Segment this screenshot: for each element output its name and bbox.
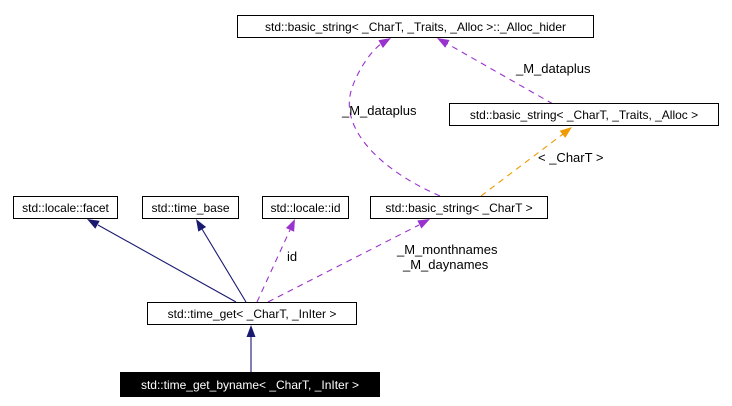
edge-label-id: id xyxy=(287,249,298,264)
arrowhead-inheritance-byname-to-timeget-icon xyxy=(246,325,256,337)
edge-template-basicstring-to-basicstringfull xyxy=(480,133,564,197)
node-basic-string-alloc-hider[interactable]: std::basic_string< _CharT, _Traits, _All… xyxy=(237,15,594,38)
node-locale-id[interactable]: std::locale::id xyxy=(262,196,349,219)
arrowhead-usage-basicstring-to-allochider-icon xyxy=(378,38,391,48)
node-basic-string-full[interactable]: std::basic_string< _CharT, _Traits, _All… xyxy=(449,103,719,126)
arrowhead-usage-basicstringfull-to-allochider-icon xyxy=(437,38,450,48)
edge-label-dataplus-right: _M_dataplus xyxy=(516,61,591,76)
edge-usage-basicstring-to-allochider xyxy=(348,43,441,197)
edge-label-template-args: < _CharT > xyxy=(538,150,604,165)
node-time-get-byname[interactable]: std::time_get_byname< _CharT, _InIter > xyxy=(120,372,380,397)
node-time-base[interactable]: std::time_base xyxy=(142,196,239,219)
node-locale-facet[interactable]: std::locale::facet xyxy=(13,196,118,219)
edge-usage-basicstringfull-to-allochider xyxy=(445,42,554,105)
edge-label-monthnames: _M_monthnames xyxy=(397,242,498,257)
edge-usage-timeget-to-localeid xyxy=(256,229,291,303)
arrowhead-inheritance-timeget-to-timebase-icon xyxy=(196,219,207,232)
arrowhead-usage-timeget-to-basicstring-icon xyxy=(417,219,430,229)
node-basic-string-chart[interactable]: std::basic_string< _CharT > xyxy=(370,196,548,219)
edge-inheritance-timeget-to-facet xyxy=(97,224,237,303)
arrowhead-usage-timeget-to-localeid-icon xyxy=(285,219,295,232)
arrowhead-inheritance-timeget-to-facet-icon xyxy=(87,219,100,229)
edge-label-daynames: _M_daynames xyxy=(403,257,489,272)
edge-label-dataplus-left: _M_dataplus xyxy=(342,103,417,118)
arrowhead-template-basicstring-to-basicstringfull-icon xyxy=(559,127,572,138)
node-time-get[interactable]: std::time_get< _CharT, _InIter > xyxy=(147,302,357,325)
edge-inheritance-timeget-to-timebase xyxy=(201,228,247,303)
